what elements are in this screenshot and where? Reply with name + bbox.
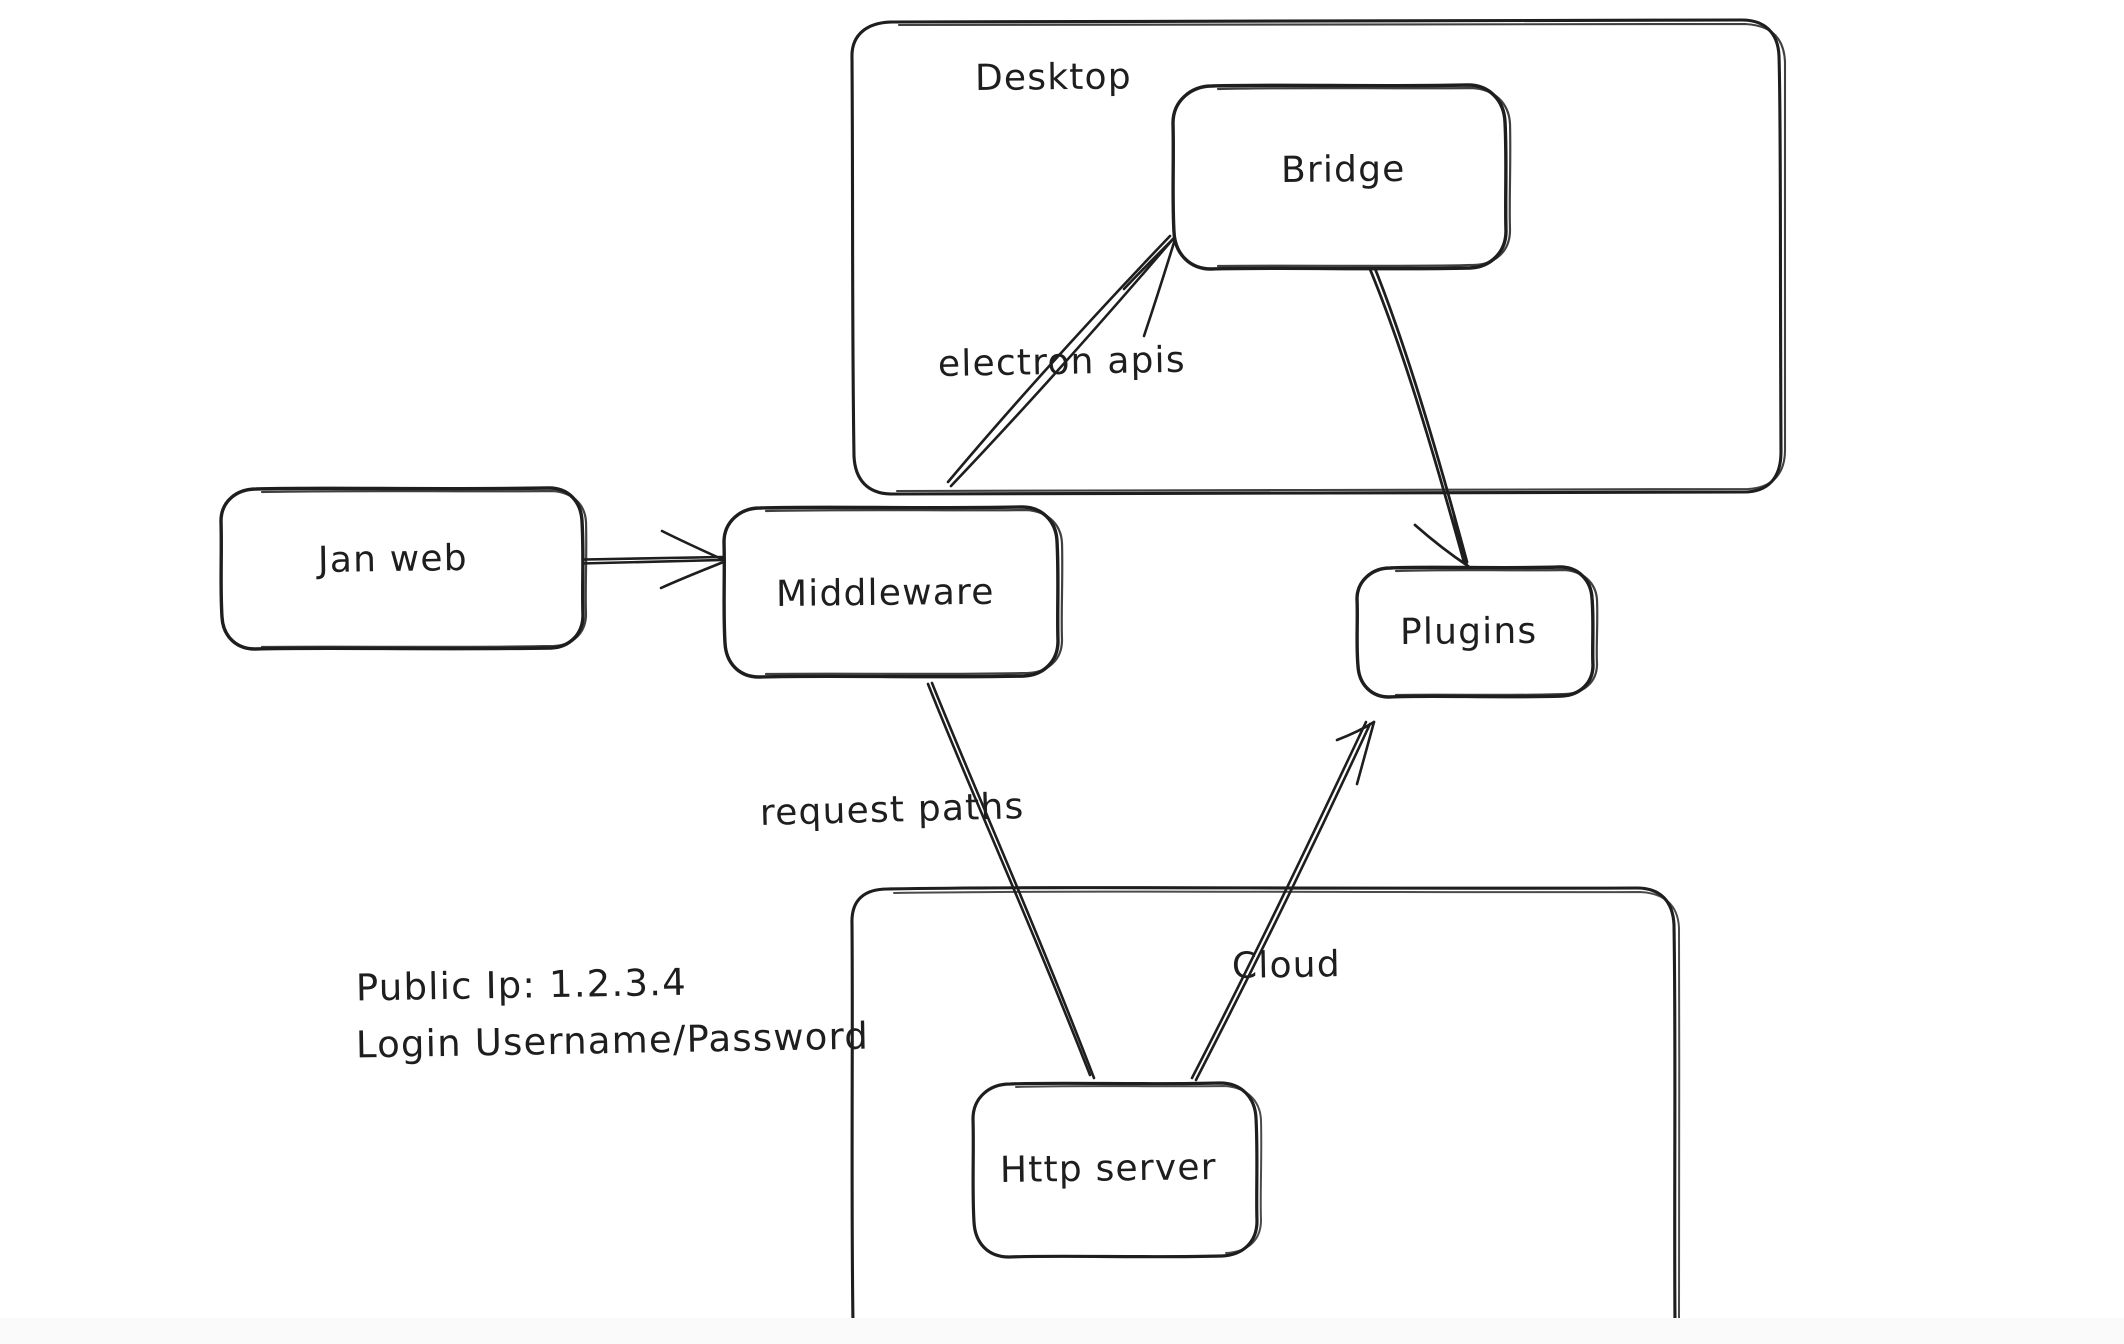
- node-label-jan-web: Jan web: [316, 538, 468, 581]
- note-line-login: Login Username/Password: [356, 1015, 870, 1067]
- edge-middleware-to-bridge[interactable]: electron apis: [938, 234, 1186, 488]
- node-jan-web[interactable]: Jan web: [219, 486, 588, 651]
- node-label-middleware: Middleware: [776, 572, 995, 615]
- node-plugins[interactable]: Plugins: [1355, 565, 1599, 699]
- node-label-bridge: Bridge: [1281, 149, 1406, 191]
- group-cloud[interactable]: [850, 886, 1681, 1344]
- edge-httpserver-to-plugins[interactable]: Cloud: [1190, 720, 1376, 1082]
- edge-label-request-paths: request paths: [759, 786, 1024, 834]
- note-line-public-ip: Public Ip: 1.2.3.4: [356, 961, 688, 1010]
- bottom-edge-strip: [0, 1318, 2124, 1344]
- edge-bridge-to-plugins[interactable]: [1365, 259, 1470, 568]
- group-desktop[interactable]: Desktop: [850, 18, 1787, 496]
- edge-label-electron-apis: electron apis: [938, 340, 1186, 385]
- note-block[interactable]: Public Ip: 1.2.3.4 Login Username/Passwo…: [356, 961, 870, 1067]
- node-label-http-server: Http server: [1000, 1147, 1217, 1191]
- node-label-plugins: Plugins: [1400, 611, 1538, 653]
- edge-middleware-to-httpserver[interactable]: request paths: [759, 681, 1096, 1080]
- group-label-desktop: Desktop: [975, 56, 1132, 99]
- node-middleware[interactable]: Middleware: [722, 505, 1064, 679]
- node-http-server[interactable]: Http server: [971, 1081, 1263, 1259]
- edge-label-cloud: Cloud: [1232, 944, 1342, 987]
- node-bridge[interactable]: Bridge: [1171, 83, 1512, 271]
